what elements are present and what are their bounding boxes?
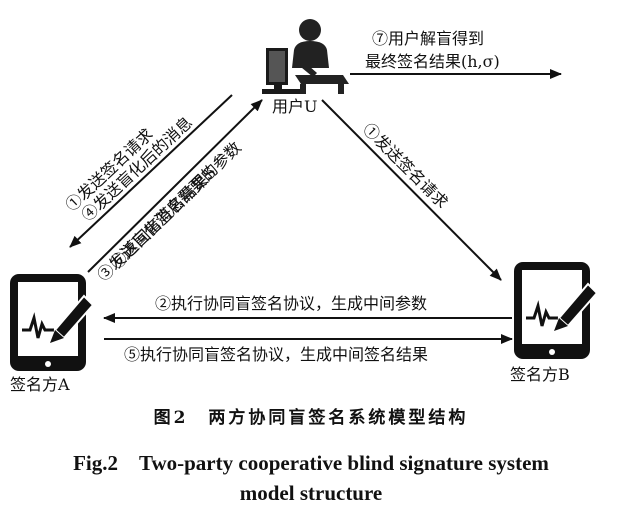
arrow-a-to-user [87, 99, 263, 273]
system-model-diagram: 用户U 签名方A 签名方B ⑦用户解盲得到 最终签名结果(h,σ) ①发送签名请… [10, 19, 599, 394]
figure-caption-en-line1: Fig.2 Two-party cooperative blind signat… [73, 451, 549, 475]
msg-m2: ②执行协同盲签名协议，生成中间参数 [155, 294, 427, 313]
arrow-user-to-a [69, 94, 233, 248]
signer-a-label: 签名方A [10, 375, 70, 394]
msg-m7-line1: ⑦用户解盲得到 [372, 29, 484, 48]
computer-user-icon [262, 19, 349, 94]
figure-caption-cn: 图2 两方协同盲签名系统模型结构 [153, 408, 469, 428]
msg-m5: ⑤执行协同盲签名协议，生成中间签名结果 [124, 345, 428, 364]
arrow-user-to-b [321, 99, 502, 281]
tablet-pen-icon [10, 274, 95, 371]
tablet-pen-icon [514, 262, 599, 359]
signer-b-label: 签名方B [510, 365, 570, 384]
msg-m7-line2: 最终签名结果(h,σ) [365, 52, 500, 71]
msg-m1-user-to-b: ①发送签名请求 [359, 119, 452, 212]
figure-caption-en-line2: model structure [239, 481, 383, 505]
user-u-label: 用户U [272, 97, 318, 116]
